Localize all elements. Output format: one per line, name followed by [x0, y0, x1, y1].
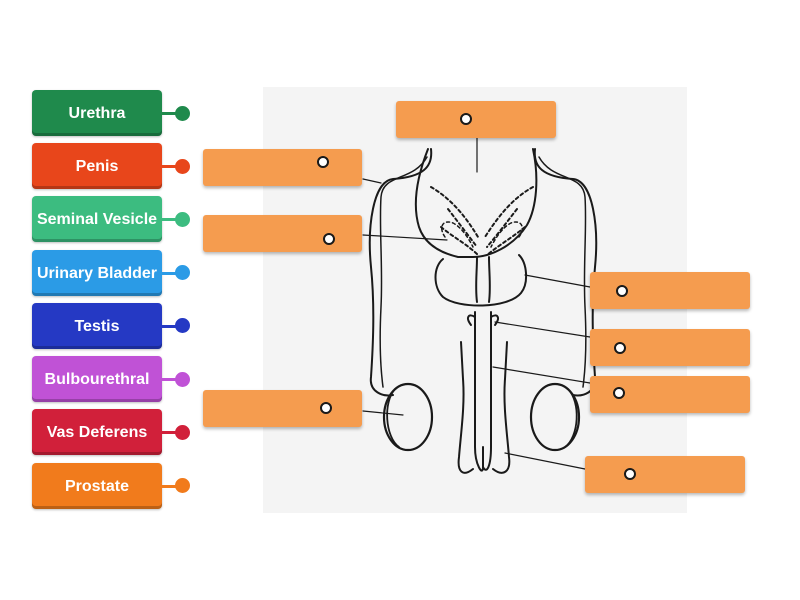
connector-line	[162, 112, 178, 115]
connector-line	[162, 431, 178, 434]
label-text: Urinary Bladder	[36, 264, 158, 282]
drag-pin[interactable]	[175, 425, 190, 440]
urethra-upper	[475, 256, 491, 303]
label-tile-testis[interactable]: Testis	[32, 303, 162, 349]
penis-left-outline	[457, 341, 474, 474]
leader-line-left-2	[362, 234, 448, 241]
label-tile-bulbourethral[interactable]: Bulbourethral	[32, 356, 162, 402]
label-tile-seminal-vesicle[interactable]: Seminal Vesicle	[32, 196, 162, 242]
label-tile-penis[interactable]: Penis	[32, 143, 162, 189]
drag-pin[interactable]	[175, 265, 190, 280]
target-dot	[320, 402, 332, 414]
drop-zone-left-1[interactable]	[203, 149, 362, 186]
label-tile-urinary-bladder[interactable]: Urinary Bladder	[32, 250, 162, 296]
target-dot	[624, 468, 636, 480]
label-text: Testis	[74, 317, 120, 335]
connector-line	[162, 378, 178, 381]
vas-deferens-left	[368, 148, 433, 397]
label-tile-prostate[interactable]: Prostate	[32, 463, 162, 509]
penis-shaft	[474, 311, 492, 472]
target-dot	[323, 233, 335, 245]
drop-zone-left-2[interactable]	[203, 215, 362, 252]
vas-deferens-left-inner	[379, 156, 428, 388]
drag-pin[interactable]	[175, 212, 190, 227]
target-dot	[614, 342, 626, 354]
leader-line-left-3	[362, 410, 404, 416]
target-dot	[317, 156, 329, 168]
label-text: Urethra	[68, 104, 126, 122]
connector-line	[162, 325, 178, 328]
bulbourethral-gland	[467, 314, 499, 326]
leader-line-right-2	[494, 321, 591, 338]
connector-line	[162, 485, 178, 488]
bladder-outline	[414, 148, 538, 258]
target-dot	[616, 285, 628, 297]
drag-pin[interactable]	[175, 372, 190, 387]
leader-line-left-1	[362, 178, 382, 184]
vas-deferens-right-inner	[538, 156, 587, 388]
connector-line	[162, 165, 178, 168]
drop-zone-top[interactable]	[396, 101, 556, 138]
connector-line	[162, 218, 178, 221]
target-dot	[613, 387, 625, 399]
testis-left	[382, 382, 434, 452]
seminal-vesicle-dotted	[430, 186, 534, 256]
seminal-vesicle-loop-left	[441, 221, 474, 248]
epididymis-left	[386, 388, 400, 448]
label-text: Prostate	[64, 477, 130, 495]
seminal-vesicle-loop-right	[490, 221, 523, 248]
label-tile-vas-deferens[interactable]: Vas Deferens	[32, 409, 162, 455]
label-tile-urethra[interactable]: Urethra	[32, 90, 162, 136]
drop-zone-right-1[interactable]	[590, 272, 750, 309]
label-list: Urethra Penis Seminal Vesicle Urinary Bl…	[0, 0, 200, 600]
drag-pin[interactable]	[175, 106, 190, 121]
drop-zone-left-3[interactable]	[203, 390, 362, 427]
connector-line	[162, 272, 178, 275]
leader-line-right-1	[524, 274, 591, 288]
drag-pin[interactable]	[175, 159, 190, 174]
leader-line-right-3	[492, 366, 591, 384]
label-text: Vas Deferens	[46, 423, 148, 441]
epididymis-right	[564, 388, 578, 448]
label-text: Seminal Vesicle	[36, 210, 158, 228]
drag-pin[interactable]	[175, 318, 190, 333]
target-dot	[460, 113, 472, 125]
vas-deferens-right	[533, 148, 598, 397]
drop-zone-right-4[interactable]	[585, 456, 745, 493]
penis-right-outline	[492, 341, 511, 474]
testis-right	[529, 382, 581, 452]
drag-pin[interactable]	[175, 478, 190, 493]
label-text: Bulbourethral	[44, 370, 150, 388]
prostate-outline	[434, 254, 527, 307]
leader-line-right-4	[504, 452, 586, 470]
label-text: Penis	[75, 157, 119, 175]
